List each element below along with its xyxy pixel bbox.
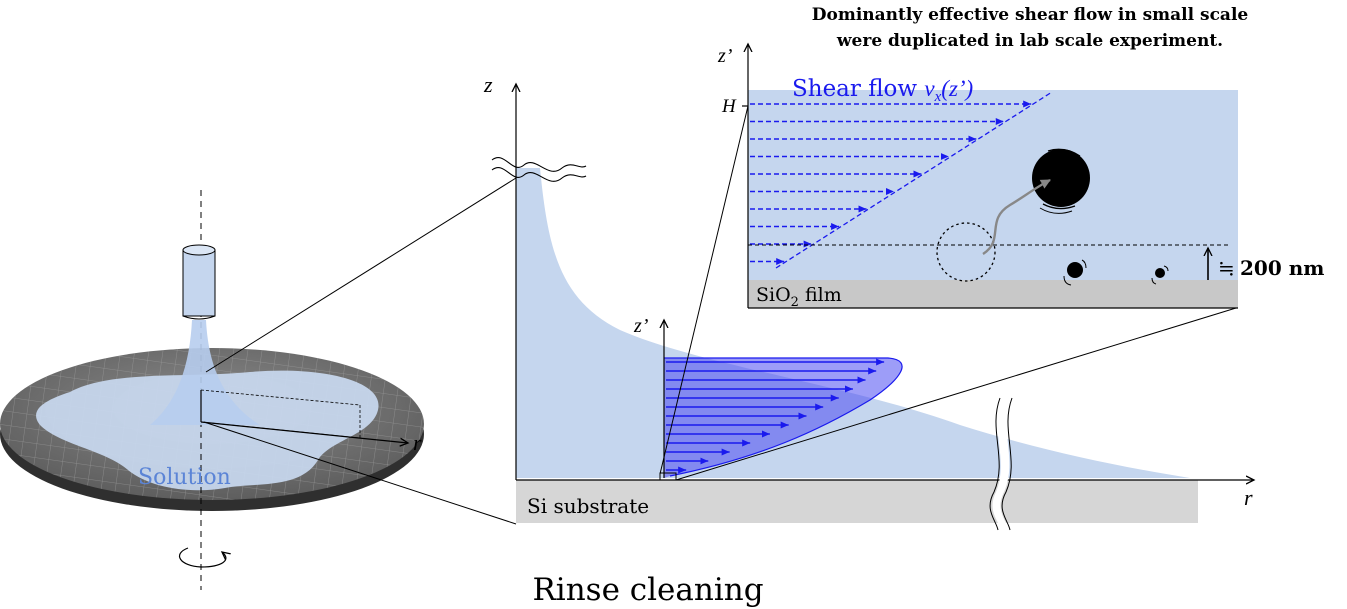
nozzle bbox=[182, 249, 216, 317]
si-substrate-label: Si substrate bbox=[527, 494, 649, 518]
wafer-group: r Solution bbox=[0, 190, 424, 590]
solution-label: Solution bbox=[138, 465, 231, 490]
diagram-caption: Rinse cleaning bbox=[532, 572, 763, 608]
sio2-film-label: SiO2 film bbox=[756, 284, 842, 310]
tiny-particle bbox=[1155, 268, 1165, 278]
wafer-r-label: r bbox=[413, 430, 422, 455]
z-axis-break-mark bbox=[491, 157, 587, 172]
approx-symbol: ≒ bbox=[1218, 256, 1235, 280]
nozzle-top bbox=[182, 244, 216, 256]
inset-zprime-label: z’ bbox=[717, 45, 733, 67]
solution-puddle bbox=[36, 370, 379, 491]
zoom-lines-wafer bbox=[203, 177, 517, 525]
inset-fluid bbox=[748, 90, 1238, 280]
shear-profile-fill bbox=[664, 358, 903, 478]
zoom-lines-inset bbox=[659, 105, 1237, 481]
shear-flow-arrows bbox=[750, 100, 1032, 265]
shear-flow-label: Shear flow vx(z’) bbox=[792, 76, 973, 105]
profile-z-label: z bbox=[483, 72, 493, 97]
headline-line-1: Dominantly effective shear flow in small… bbox=[812, 5, 1249, 25]
si-substrate bbox=[516, 480, 1198, 523]
rotation-arrow-icon bbox=[178, 547, 226, 568]
profile-group: Si substrate z r z’ bbox=[483, 72, 1254, 531]
small-particle bbox=[1067, 262, 1083, 278]
particle-initial-position bbox=[936, 222, 996, 282]
particle-trajectory-arrow bbox=[982, 178, 1051, 256]
profile-zprime-label: z’ bbox=[633, 315, 649, 337]
scale-value-label: 200 nm bbox=[1240, 256, 1324, 280]
detached-particle bbox=[1032, 149, 1090, 207]
inset-height-label: H bbox=[721, 96, 737, 117]
r-axis-break-mark bbox=[989, 397, 1013, 531]
sio2-film bbox=[748, 280, 1238, 308]
linear-shear-profile bbox=[775, 91, 1053, 269]
solution-jet bbox=[150, 320, 260, 425]
inset-group: SiO2 film z’ H Shear flow vx(z’) ≒ 200 n… bbox=[717, 44, 1324, 310]
shear-profile-arrows bbox=[666, 358, 885, 474]
profile-r-label: r bbox=[1244, 485, 1253, 510]
wafer-r-axis bbox=[200, 421, 408, 443]
inset-source-box bbox=[659, 472, 677, 481]
headline-line-2: were duplicated in lab scale experiment. bbox=[836, 31, 1223, 51]
